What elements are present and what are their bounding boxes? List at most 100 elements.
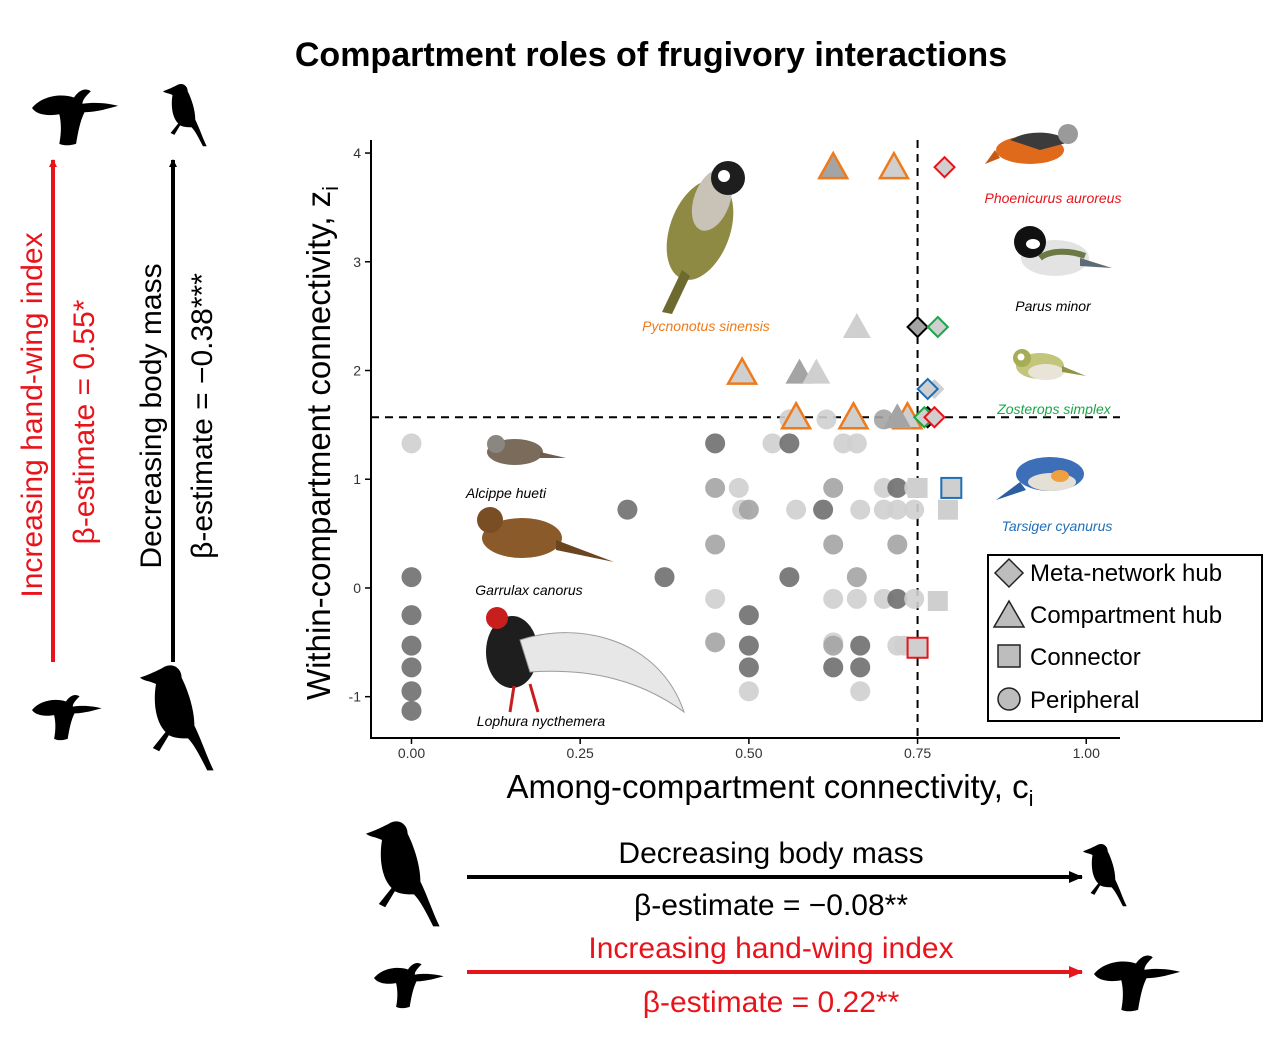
peripheral-point	[705, 477, 726, 498]
peripheral-point	[846, 433, 867, 454]
y-tick-label: 2	[353, 363, 361, 379]
large-bird-icon-bottom	[366, 821, 440, 927]
peripheral-point	[401, 681, 422, 702]
parus-illustration	[1014, 226, 1112, 276]
x-tick-label: 0.00	[398, 745, 425, 761]
bottom-hwi-label: Increasing hand-wing index	[588, 932, 953, 965]
connector-point	[907, 477, 928, 498]
tarsiger-illustration	[996, 457, 1084, 500]
peripheral-point	[401, 433, 422, 454]
legend-label-meta-network-hub: Meta-network hub	[1030, 560, 1222, 587]
legend: Meta-network hub Compartment hub Connect…	[987, 554, 1263, 722]
parus-label: Parus minor	[1015, 298, 1092, 314]
y-axis-title: Within-compartment connectivity, zi	[300, 186, 343, 700]
y-tick-label: 4	[353, 145, 361, 161]
legend-square-marker	[997, 644, 1021, 668]
compartment-hub-point	[842, 313, 871, 339]
peripheral-point	[850, 635, 871, 656]
peripheral-point	[823, 534, 844, 555]
peripheral-point	[887, 477, 908, 498]
peripheral-point	[850, 499, 871, 520]
long-wing-bird-icon	[32, 89, 119, 146]
compartment-hub-point	[802, 358, 831, 384]
peripheral-point	[823, 657, 844, 678]
phoenicurus-illustration	[985, 124, 1078, 164]
peripheral-point	[401, 657, 422, 678]
x-tick-label: 0.75	[904, 745, 931, 761]
peripheral-point	[887, 588, 908, 609]
peripheral-point	[904, 499, 925, 520]
x-tick-label: 0.50	[735, 745, 762, 761]
alcippe-illustration	[487, 435, 566, 465]
peripheral-point	[705, 433, 726, 454]
peripheral-point	[705, 534, 726, 555]
meta-network-hub-point	[933, 155, 956, 179]
connector-point	[940, 476, 963, 499]
meta-network-hub-point	[906, 315, 929, 339]
legend-triangle-marker	[992, 599, 1026, 628]
short-wing-bird-icon	[32, 695, 102, 741]
legend-diamond-marker	[993, 557, 1025, 589]
y-tick-label: -1	[349, 689, 362, 705]
peripheral-point	[786, 499, 807, 520]
peripheral-point	[823, 635, 844, 656]
small-bird-icon	[163, 83, 207, 147]
short-wing-bird-icon-bottom	[374, 963, 444, 1009]
legend-circle-marker	[997, 687, 1021, 711]
long-wing-bird-icon-bottom	[1094, 955, 1181, 1012]
bottom-hwi-estimate: β-estimate = 0.22**	[643, 986, 900, 1019]
legend-label-peripheral: Peripheral	[1030, 687, 1139, 714]
y-tick-label: 1	[353, 471, 361, 487]
peripheral-point	[762, 433, 783, 454]
compartment-hub-point	[817, 150, 850, 180]
peripheral-point	[705, 632, 726, 653]
left-hwi-estimate: β-estimate = 0.55*	[68, 299, 101, 544]
left-hwi-label: Increasing hand-wing index	[16, 232, 49, 597]
peripheral-point	[816, 409, 837, 430]
legend-label-connector: Connector	[1030, 644, 1141, 671]
peripheral-point	[401, 700, 422, 721]
meta-network-hub-point	[923, 405, 946, 429]
peripheral-point	[823, 477, 844, 498]
connector-point	[937, 499, 958, 520]
peripheral-point	[779, 567, 800, 588]
connector-point	[906, 636, 929, 659]
x-tick-label: 1.00	[1073, 745, 1100, 761]
peripheral-point	[738, 681, 759, 702]
large-bird-icon	[140, 665, 214, 771]
peripheral-point	[738, 605, 759, 626]
compartment-hub-point	[725, 356, 759, 385]
plot-area: 0.00 0.25 0.50 0.75 1.00 -1 0 1 2 3 4	[349, 140, 1120, 761]
small-bird-icon-bottom	[1083, 843, 1127, 907]
connector-point	[927, 591, 948, 612]
peripheral-point	[728, 477, 749, 498]
peripheral-point	[846, 588, 867, 609]
garrulax-illustration	[477, 507, 614, 562]
phoenicurus-label: Phoenicurus auroreus	[985, 190, 1122, 206]
figure-title: Compartment roles of frugivory interacti…	[295, 36, 1007, 74]
left-mass-label: Decreasing body mass	[135, 263, 168, 568]
peripheral-point	[904, 588, 925, 609]
peripheral-point	[401, 567, 422, 588]
compartment-hub-point	[877, 150, 911, 180]
peripheral-point	[887, 499, 908, 520]
y-tick-label: 0	[353, 580, 361, 596]
bottom-mass-estimate: β-estimate = −0.08**	[634, 889, 908, 922]
peripheral-point	[738, 499, 759, 520]
peripheral-point	[738, 657, 759, 678]
peripheral-point	[823, 588, 844, 609]
peripheral-point	[887, 534, 908, 555]
pycnonotus-label: Pycnonotus sinensis	[642, 318, 770, 334]
pycnonotus-illustration	[662, 161, 745, 314]
peripheral-point	[738, 635, 759, 656]
x-tick-label: 0.25	[567, 745, 594, 761]
meta-network-hub-point	[916, 377, 940, 401]
peripheral-point	[654, 567, 675, 588]
zosterops-illustration	[1013, 349, 1086, 380]
peripheral-point	[617, 499, 638, 520]
y-tick-label: 3	[353, 254, 361, 270]
peripheral-point	[813, 499, 834, 520]
meta-network-hub-point	[926, 315, 950, 339]
peripheral-point	[850, 681, 871, 702]
